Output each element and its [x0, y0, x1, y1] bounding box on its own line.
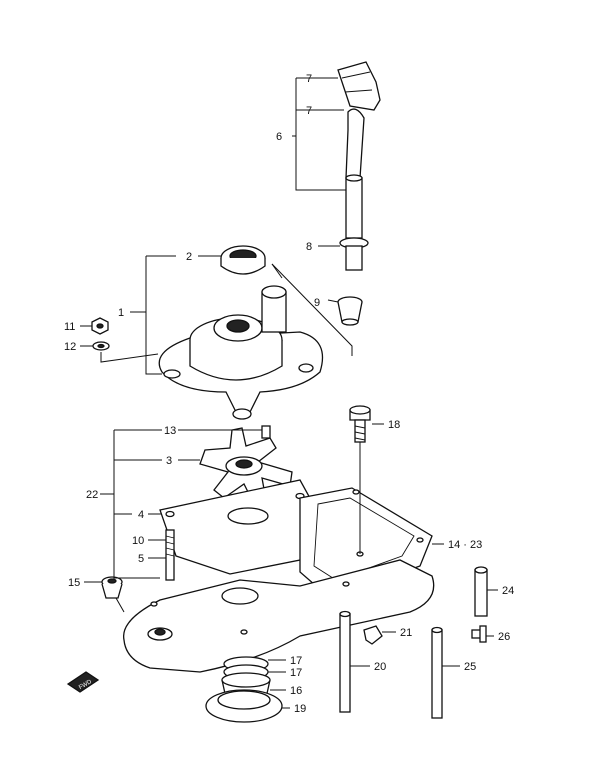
pump-plate-part	[159, 479, 323, 575]
label-17-top: 17	[290, 655, 302, 667]
label-24: 24	[502, 585, 514, 597]
label-20: 20	[374, 661, 386, 673]
lower-base-plate-part	[123, 559, 435, 673]
drive-shaft-seal-parts	[205, 656, 283, 723]
label-15: 15	[68, 577, 80, 589]
fwd-arrow-badge: FWD	[66, 671, 100, 693]
label-6: 6	[276, 131, 282, 143]
label-7-lower: 7	[306, 105, 312, 117]
part-number-labels: 7 7 6 8 9 2 1 11 12 13 3 22 4 10 5 18 14…	[64, 73, 514, 715]
bolt-part	[349, 405, 371, 443]
label-16: 16	[290, 685, 302, 697]
dowel-pin-parts	[339, 566, 488, 719]
label-13: 13	[164, 425, 176, 437]
label-2: 2	[186, 251, 192, 263]
label-8: 8	[306, 241, 312, 253]
label-21: 21	[400, 627, 412, 639]
clip-fitting-parts	[363, 625, 487, 645]
label-12: 12	[64, 341, 76, 353]
label-14-23: 14 · 23	[448, 539, 482, 551]
label-5: 5	[138, 553, 144, 565]
label-3: 3	[166, 455, 172, 467]
label-9: 9	[314, 297, 320, 309]
label-11: 11	[64, 321, 75, 333]
oil-seal-part	[220, 245, 266, 275]
label-7-top: 7	[306, 73, 312, 85]
stud-bolt-part	[165, 529, 175, 581]
water-tube-assembly	[337, 61, 381, 326]
label-26: 26	[498, 631, 510, 643]
label-18: 18	[388, 419, 400, 431]
label-4: 4	[138, 509, 144, 521]
impeller-part	[199, 425, 293, 505]
pump-case-part	[158, 285, 324, 420]
label-22: 22	[86, 489, 98, 501]
nut-washer-parts	[91, 317, 110, 351]
label-10: 10	[132, 535, 144, 547]
label-19: 19	[294, 703, 306, 715]
grommet-part	[101, 576, 123, 599]
label-17-lower: 17	[290, 667, 302, 679]
label-1: 1	[118, 307, 124, 319]
leader-lines	[80, 77, 498, 709]
label-25: 25	[464, 661, 476, 673]
